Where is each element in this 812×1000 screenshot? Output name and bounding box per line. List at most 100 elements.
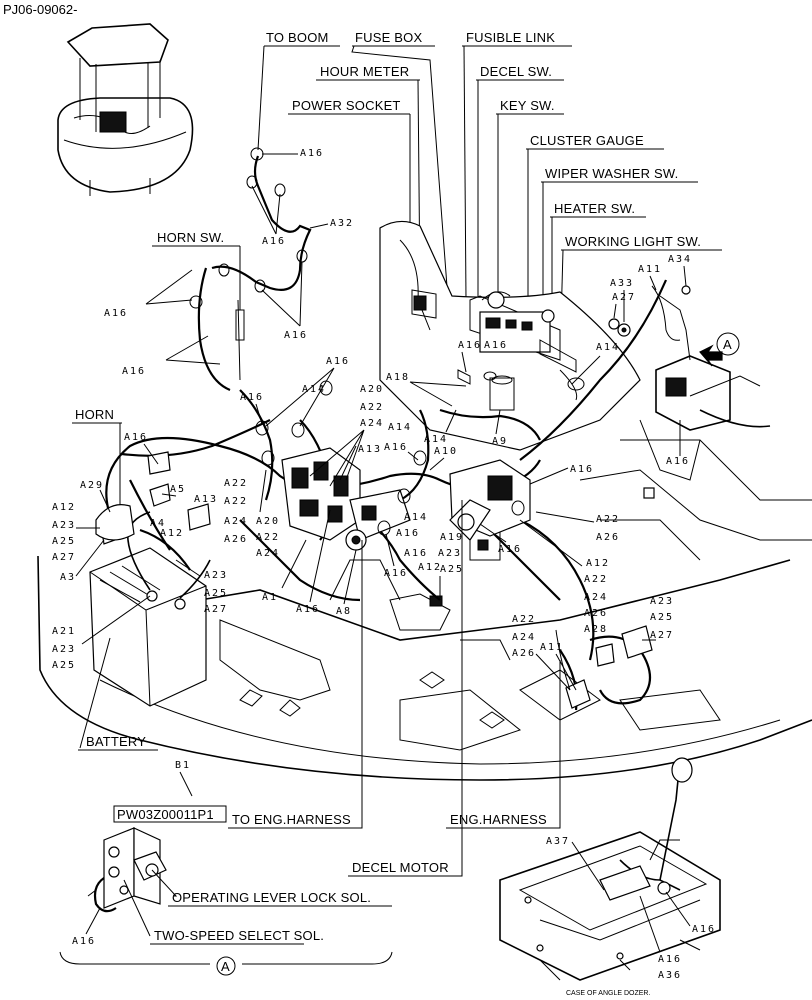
part-a27: A27 bbox=[650, 630, 674, 641]
part-a16: A16 bbox=[396, 528, 420, 539]
part-a11: A11 bbox=[540, 642, 564, 653]
part-a33: A33 bbox=[610, 278, 634, 289]
part-a16: A16 bbox=[404, 548, 428, 559]
part-a21: A21 bbox=[52, 626, 76, 637]
part-a1: A1 bbox=[262, 592, 278, 603]
part-a16: A16 bbox=[284, 330, 308, 341]
label-to-boom: TO BOOM bbox=[266, 30, 329, 45]
part-a24: A24 bbox=[224, 516, 248, 527]
part-a26: A26 bbox=[584, 608, 608, 619]
case-note: CASE OF ANGLE DOZER. bbox=[566, 990, 650, 997]
part-a3: A3 bbox=[60, 572, 76, 583]
upper-frame bbox=[37, 469, 812, 781]
part-a22: A22 bbox=[584, 574, 608, 585]
part-a16: A16 bbox=[296, 604, 320, 615]
part-a22: A22 bbox=[224, 496, 248, 507]
part-a12: A12 bbox=[418, 562, 442, 573]
part-a12: A12 bbox=[160, 528, 184, 539]
view-a-bracket bbox=[59, 951, 393, 965]
part-a23: A23 bbox=[52, 520, 76, 531]
part-number-box bbox=[113, 805, 227, 823]
part-a16: A16 bbox=[498, 544, 522, 555]
label-eng-harness: ENG.HARNESS bbox=[450, 812, 547, 827]
part-a12: A12 bbox=[586, 558, 610, 569]
part-callouts: A16 A32 A16 A16 A16 A16 A16 A16 A14 A20 … bbox=[52, 148, 716, 981]
label-decel-sw: DECEL SW. bbox=[480, 64, 552, 79]
part-a16: A16 bbox=[104, 308, 128, 319]
label-heater-sw: HEATER SW. bbox=[554, 201, 635, 216]
part-a23: A23 bbox=[438, 548, 462, 559]
top-labels: TO BOOM FUSE BOX FUSIBLE LINK HOUR METER… bbox=[72, 30, 722, 424]
label-hour-meter: HOUR METER bbox=[320, 64, 409, 79]
part-a26: A26 bbox=[512, 648, 536, 659]
part-a14: A14 bbox=[596, 342, 620, 353]
part-a16: A16 bbox=[240, 392, 264, 403]
part-a16: A16 bbox=[72, 936, 96, 947]
right-side-components: A bbox=[519, 279, 812, 501]
part-a14: A14 bbox=[302, 384, 326, 395]
part-a24: A24 bbox=[584, 592, 608, 603]
part-a19: A19 bbox=[440, 532, 464, 543]
part-a23: A23 bbox=[204, 570, 228, 581]
part-a32: A32 bbox=[330, 218, 354, 229]
part-a16: A16 bbox=[570, 464, 594, 475]
part-a26: A26 bbox=[224, 534, 248, 545]
part-a26: A26 bbox=[596, 532, 620, 543]
part-a20: A20 bbox=[360, 384, 384, 395]
part-a14: A14 bbox=[388, 422, 412, 433]
part-a24: A24 bbox=[512, 632, 536, 643]
lower-right-connectors bbox=[555, 625, 653, 711]
part-a8: A8 bbox=[336, 606, 352, 617]
boom-harness bbox=[189, 147, 312, 392]
part-a22: A22 bbox=[256, 532, 280, 543]
part-a22: A22 bbox=[360, 402, 384, 413]
part-a29: A29 bbox=[80, 480, 104, 491]
label-power-socket: POWER SOCKET bbox=[292, 98, 401, 113]
label-horn: HORN bbox=[75, 407, 114, 422]
part-a16: A16 bbox=[692, 924, 716, 935]
battery bbox=[89, 511, 211, 707]
part-a36: A36 bbox=[658, 970, 682, 981]
part-a16: A16 bbox=[300, 148, 324, 159]
part-a4: A4 bbox=[150, 518, 166, 529]
lower-labels: BATTERY B1 PW03Z00011P1 TO ENG.HARNESS E… bbox=[59, 500, 650, 997]
part-a16: A16 bbox=[666, 456, 690, 467]
part-a23: A23 bbox=[52, 644, 76, 655]
angle-dozer-inset bbox=[499, 757, 721, 981]
label-working-light-sw: WORKING LIGHT SW. bbox=[565, 234, 701, 249]
part-a25: A25 bbox=[440, 564, 464, 575]
part-a10: A10 bbox=[434, 446, 458, 457]
view-a-label: A bbox=[221, 959, 230, 974]
part-a22: A22 bbox=[512, 614, 536, 625]
part-a12: A12 bbox=[52, 502, 76, 513]
part-a16: A16 bbox=[262, 236, 286, 247]
label-decel-motor: DECEL MOTOR bbox=[352, 860, 449, 875]
part-a16: A16 bbox=[124, 432, 148, 443]
top-leader-lines bbox=[119, 45, 564, 520]
part-a13: A13 bbox=[358, 444, 382, 455]
part-a37: A37 bbox=[546, 836, 570, 847]
view-a-marker: A bbox=[723, 337, 732, 352]
part-a28: A28 bbox=[584, 624, 608, 635]
part-a16: A16 bbox=[326, 356, 350, 367]
part-a25: A25 bbox=[204, 588, 228, 599]
machine-overview-inset bbox=[57, 23, 194, 196]
part-a22: A22 bbox=[224, 478, 248, 489]
part-a18: A18 bbox=[386, 372, 410, 383]
label-to-eng-harness: TO ENG.HARNESS bbox=[232, 812, 351, 827]
part-a27: A27 bbox=[52, 552, 76, 563]
solenoid-valve-assembly bbox=[87, 827, 178, 937]
part-a16: A16 bbox=[122, 366, 146, 377]
part-number: PW03Z00011P1 bbox=[117, 807, 214, 822]
part-a13: A13 bbox=[194, 494, 218, 505]
part-a16: A16 bbox=[458, 340, 482, 351]
label-wiper-washer-sw: WIPER WASHER SW. bbox=[545, 166, 678, 181]
label-fuse-box: FUSE BOX bbox=[355, 30, 422, 45]
label-b1: B1 bbox=[175, 760, 191, 771]
part-a25: A25 bbox=[52, 536, 76, 547]
part-a24: A24 bbox=[256, 548, 280, 559]
label-two-speed-select-sol: TWO-SPEED SELECT SOL. bbox=[154, 928, 324, 943]
part-a27: A27 bbox=[612, 292, 636, 303]
label-cluster-gauge: CLUSTER GAUGE bbox=[530, 133, 644, 148]
